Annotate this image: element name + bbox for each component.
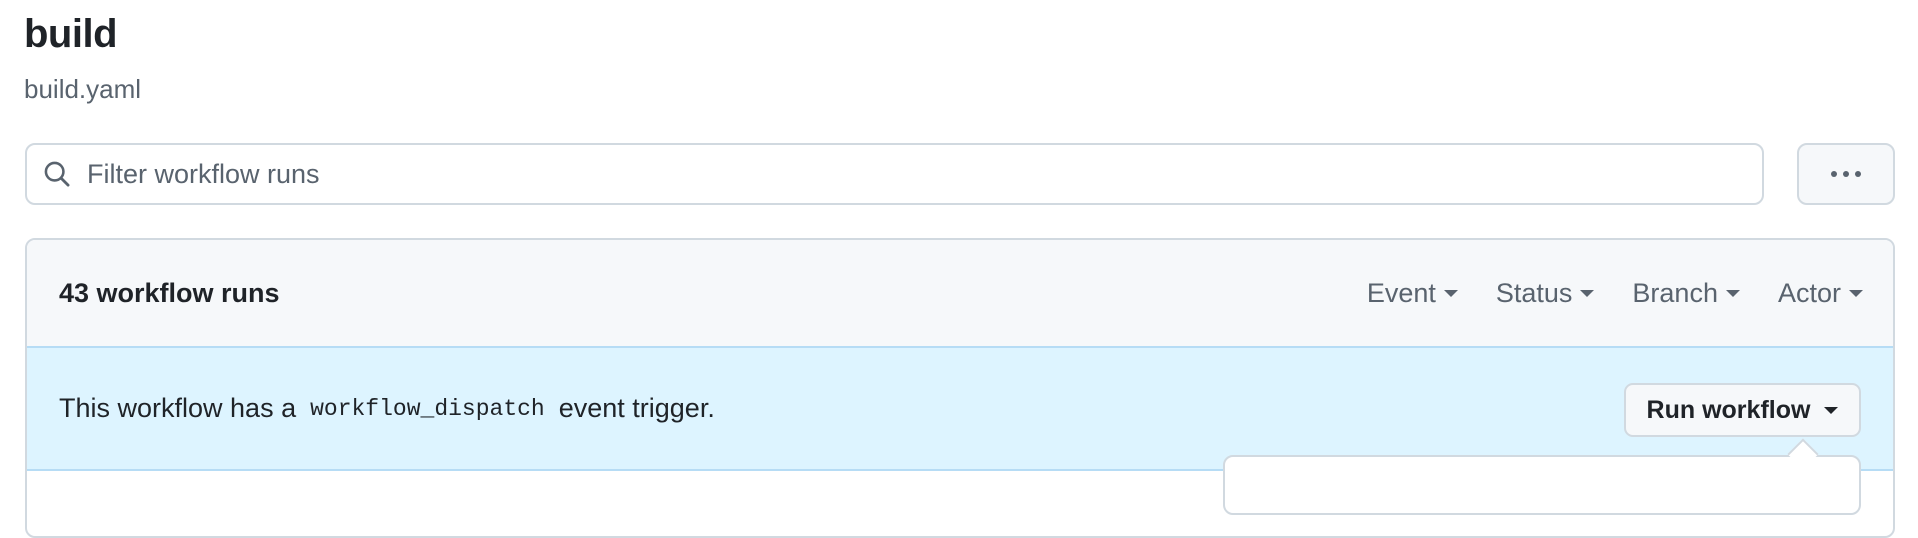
runs-header: 43 workflow runs Event Status Branch Act… [27, 240, 1893, 348]
runs-count: 43 workflow runs [59, 277, 280, 308]
status-filter-label: Status [1495, 277, 1573, 308]
filter-search-box[interactable] [25, 143, 1764, 205]
branch-filter[interactable]: Branch [1632, 278, 1740, 309]
search-icon [44, 161, 70, 187]
banner-text: This workflow has a [59, 393, 297, 423]
actor-filter-label: Actor [1777, 277, 1841, 308]
caret-down-icon [1443, 289, 1458, 297]
status-filter[interactable]: Status [1496, 278, 1595, 309]
more-options-button[interactable] [1797, 143, 1895, 205]
caret-down-icon [1580, 289, 1595, 297]
kebab-dot-icon [1843, 171, 1849, 177]
run-workflow-label: Run workflow [1646, 395, 1811, 424]
banner-text-end: event trigger. [558, 393, 715, 423]
kebab-dot-icon [1855, 171, 1861, 177]
kebab-dot-icon [1831, 171, 1837, 177]
workflow-title: build [24, 12, 118, 56]
caret-down-icon [1725, 289, 1740, 297]
caret-down-icon [1849, 289, 1863, 297]
banner-code: workflow_dispatch [310, 395, 545, 422]
run-workflow-dropdown [1223, 455, 1861, 515]
event-filter-label: Event [1366, 277, 1436, 308]
branch-filter-label: Branch [1632, 277, 1718, 308]
actor-filter[interactable]: Actor [1778, 278, 1863, 309]
workflow-file-link[interactable]: build.yaml [24, 74, 142, 104]
run-workflow-button[interactable]: Run workflow [1624, 383, 1861, 437]
filter-workflow-runs-input[interactable] [87, 158, 1762, 190]
workflow-runs-panel: 43 workflow runs Event Status Branch Act… [25, 238, 1895, 538]
dispatch-banner: This workflow has a workflow_dispatch ev… [27, 348, 1893, 471]
event-filter[interactable]: Event [1367, 278, 1458, 309]
caret-down-icon [1824, 406, 1839, 414]
